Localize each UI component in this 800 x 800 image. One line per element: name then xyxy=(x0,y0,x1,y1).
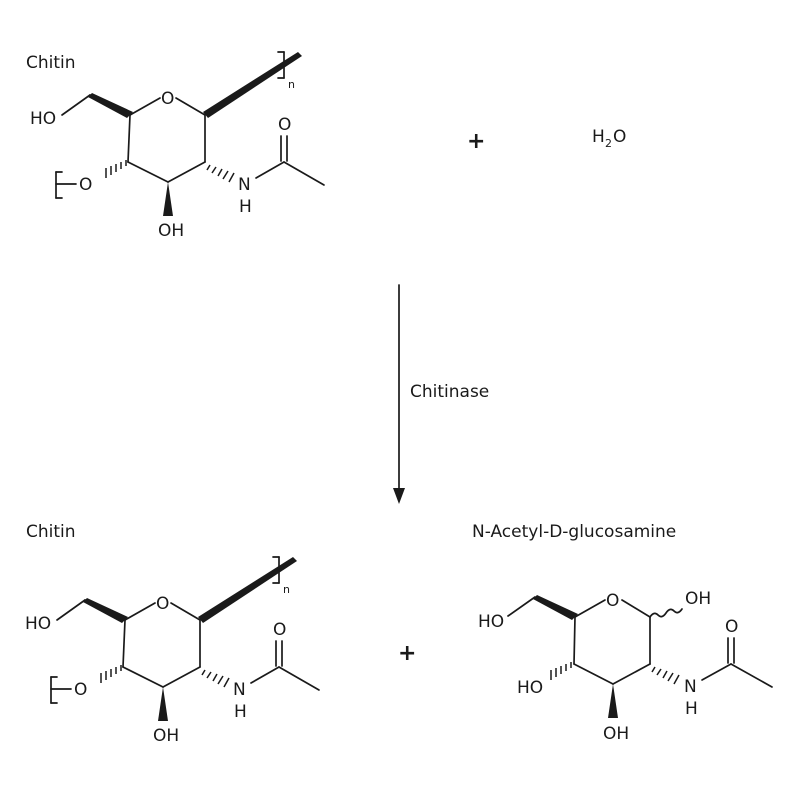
water-subscript: 2 xyxy=(605,137,612,150)
product-ho-label: HO xyxy=(25,614,51,634)
product-chitin-title: Chitin xyxy=(26,522,76,542)
product-repeat-subscript: n xyxy=(283,583,290,596)
nag-n-label: N xyxy=(684,677,697,697)
reactant-link-o-label: O xyxy=(79,175,92,195)
nag-title: N-Acetyl-D-glucosamine xyxy=(472,522,676,542)
product-chitin: Chitin HO O O OH N H O n xyxy=(25,522,320,746)
nag-ho-label: HO xyxy=(478,612,504,632)
plus-sign-bottom: + xyxy=(398,641,416,666)
reactant-chitin: Chitin HO O O OH N H O n xyxy=(26,51,325,241)
water-o-label: O xyxy=(613,127,626,147)
nag-ho3-label: HO xyxy=(517,678,543,698)
reactant-oh-label: OH xyxy=(158,221,184,241)
product-ring-o-label: O xyxy=(156,594,169,614)
enzyme-label: Chitinase xyxy=(410,382,489,402)
nag-anomeric-oh-label: OH xyxy=(685,589,711,609)
reactant-chitin-title: Chitin xyxy=(26,53,76,73)
water-molecule: H 2 O xyxy=(592,127,626,150)
water-h-label: H xyxy=(592,127,605,147)
product-link-o-label: O xyxy=(74,680,87,700)
reactant-repeat-subscript: n xyxy=(288,78,295,91)
reactant-n-label: N xyxy=(238,175,251,195)
product-h-label: H xyxy=(234,702,247,722)
product-n-label: N xyxy=(233,680,246,700)
nag-structure xyxy=(507,595,773,718)
nag-h-label: H xyxy=(685,699,698,719)
product-oh-label: OH xyxy=(153,726,179,746)
reactant-ring-o-label: O xyxy=(161,89,174,109)
plus-sign-top: + xyxy=(467,129,485,154)
product-nag: N-Acetyl-D-glucosamine xyxy=(472,522,773,744)
nag-oh4-label: OH xyxy=(603,724,629,744)
reactant-carbonyl-o-label: O xyxy=(278,115,291,135)
nag-carbonyl-o-label: O xyxy=(725,617,738,637)
reactant-ho-label: HO xyxy=(30,109,56,129)
reaction-arrow: Chitinase xyxy=(393,284,489,504)
product-carbonyl-o-label: O xyxy=(273,620,286,640)
reactant-h-label: H xyxy=(239,197,252,217)
nag-ring-o-label: O xyxy=(606,591,619,611)
